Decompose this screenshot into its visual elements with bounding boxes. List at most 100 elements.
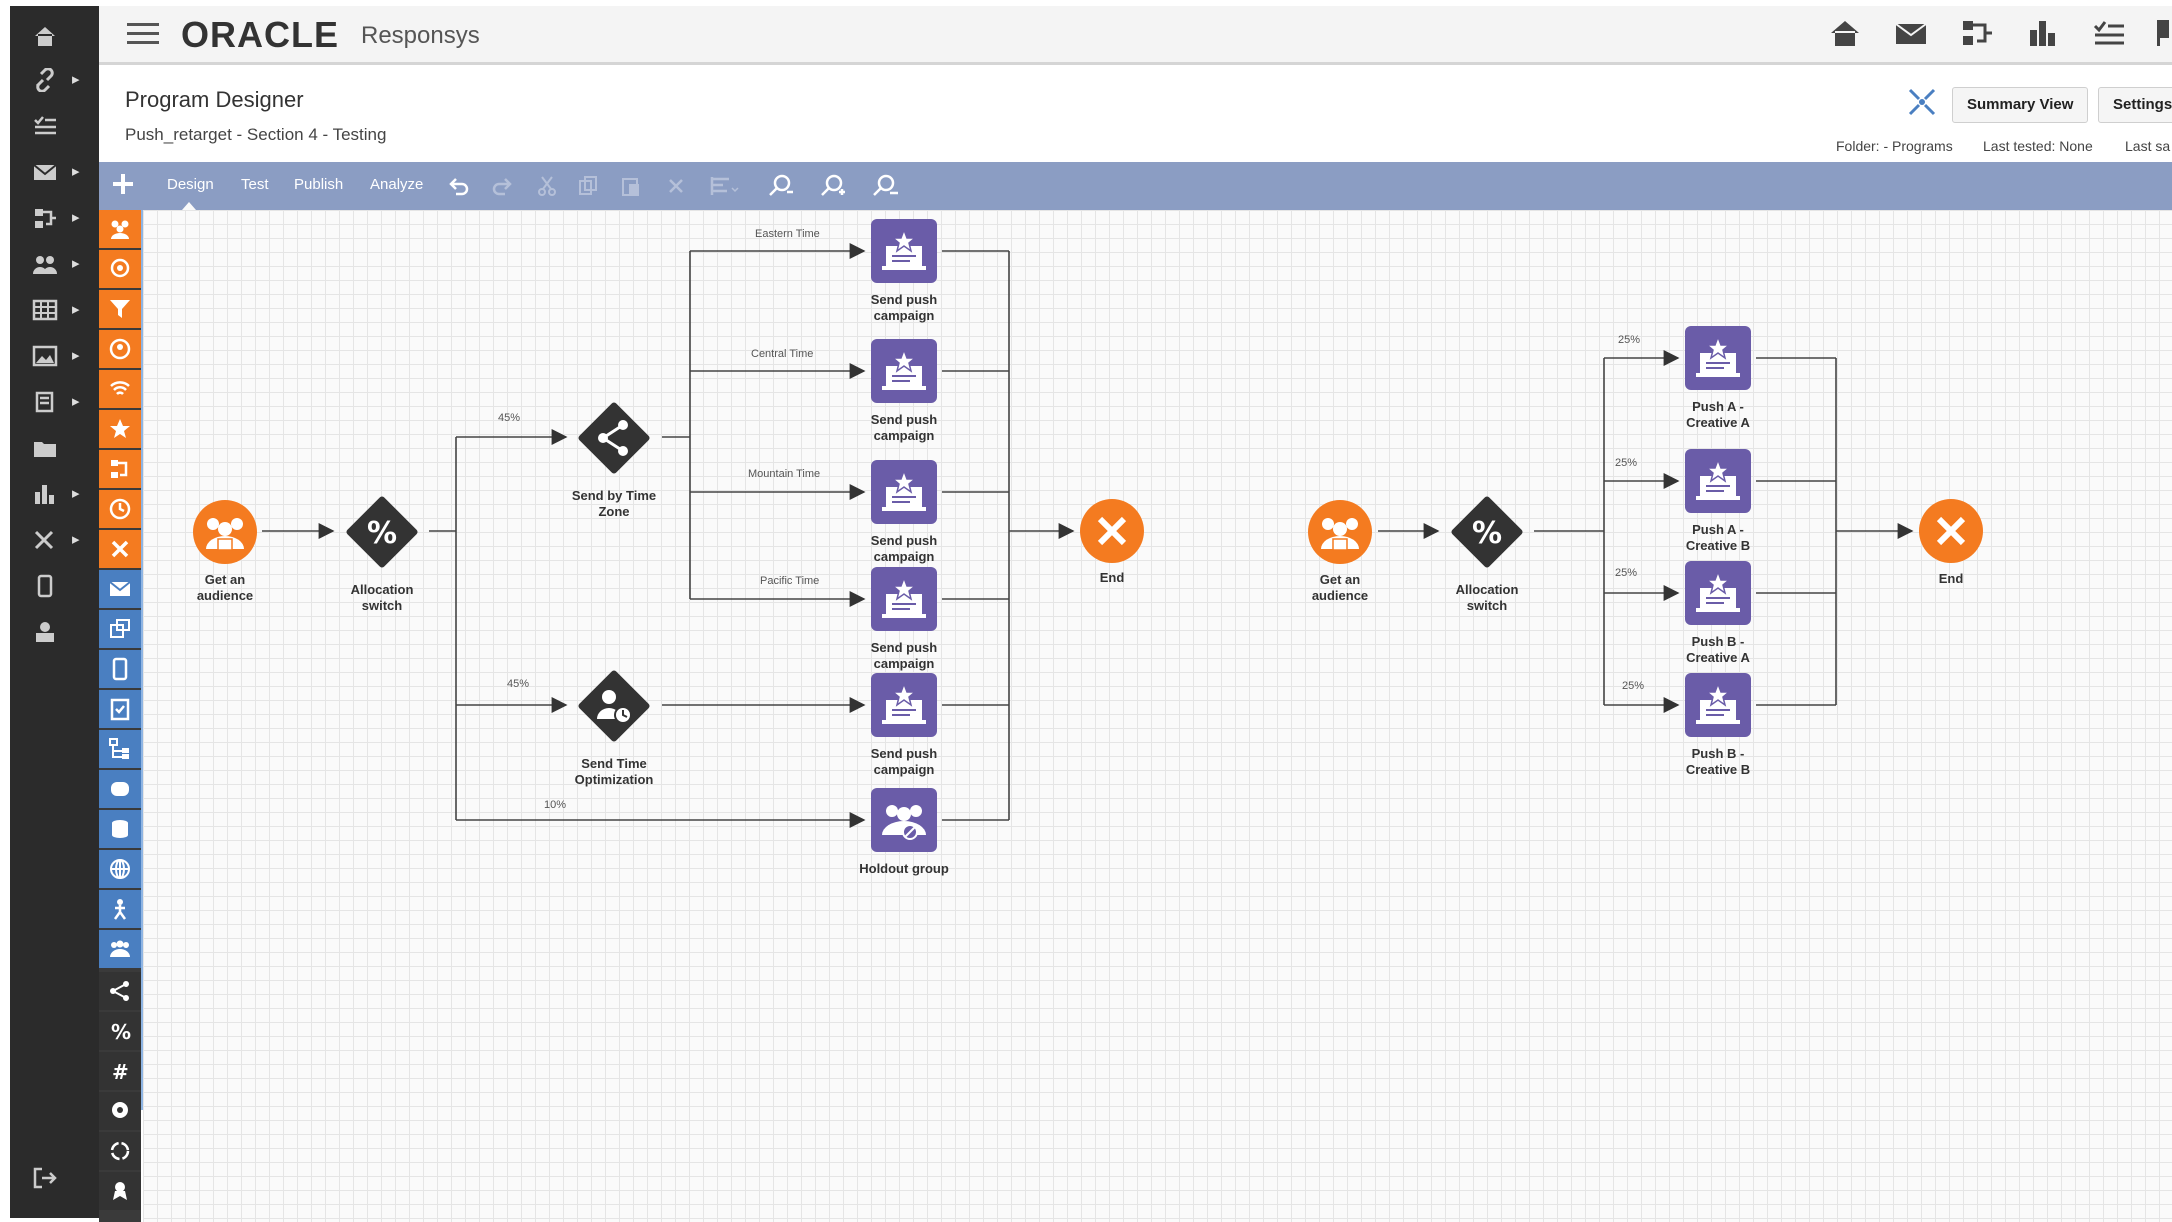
allocation-switch-label: Allocation switch xyxy=(350,582,414,613)
delete-icon[interactable] xyxy=(664,174,688,203)
svg-text:#: # xyxy=(112,1060,129,1083)
palette-group-icon[interactable] xyxy=(99,930,141,968)
tab-design[interactable]: Design xyxy=(167,176,214,193)
palette-split-icon[interactable] xyxy=(99,972,141,1010)
palette-globe-icon[interactable] xyxy=(99,850,141,888)
palette-sms-icon[interactable] xyxy=(99,650,141,688)
allocation-switch-node[interactable]: % xyxy=(339,489,425,580)
palette-target-icon[interactable] xyxy=(99,250,141,288)
svg-text:%: % xyxy=(1472,516,1502,551)
table-icon[interactable]: ▸ xyxy=(10,288,99,332)
palette-database-icon[interactable] xyxy=(99,810,141,848)
palette-flow-icon[interactable] xyxy=(99,450,141,488)
audience-icon[interactable]: ▸ xyxy=(10,242,99,286)
end-node[interactable] xyxy=(1079,498,1145,569)
palette-hash-icon[interactable]: # xyxy=(99,1052,141,1090)
allocation-switch-node[interactable]: % xyxy=(1444,489,1530,580)
palette-inbox-icon[interactable] xyxy=(99,770,141,808)
palette-form-icon[interactable] xyxy=(99,690,141,728)
program-canvas[interactable]: Eastern Time Central Time Mountain Time … xyxy=(143,210,2172,1222)
add-icon[interactable] xyxy=(111,172,135,201)
settings-button[interactable]: Settings xyxy=(2098,87,2172,123)
palette-end-icon[interactable] xyxy=(99,530,141,568)
home-icon[interactable] xyxy=(10,14,99,58)
mail-icon[interactable]: ▸ xyxy=(10,150,99,194)
palette-wifi-icon[interactable] xyxy=(99,370,141,408)
align-icon[interactable] xyxy=(709,174,739,203)
tasks-icon[interactable] xyxy=(10,104,99,148)
tab-test[interactable]: Test xyxy=(241,176,269,193)
designer-toolbar: Design Test Publish Analyze xyxy=(99,162,2172,210)
send-push-campaign-node[interactable] xyxy=(870,459,938,530)
title-bar: Program Designer Push_retarget - Section… xyxy=(99,65,2172,162)
push-a-creative-a-node[interactable] xyxy=(1684,325,1752,396)
undo-icon[interactable] xyxy=(446,174,470,203)
palette-cycle-icon[interactable] xyxy=(99,1132,141,1170)
tasks-icon[interactable] xyxy=(2093,18,2125,53)
get-audience-node[interactable] xyxy=(192,499,258,570)
holdout-group-node[interactable] xyxy=(870,787,938,858)
mobile-icon[interactable] xyxy=(10,564,99,608)
image-icon[interactable]: ▸ xyxy=(10,334,99,378)
end-label: End xyxy=(1099,570,1125,585)
push-b-creative-a-node[interactable] xyxy=(1684,560,1752,631)
push-campaign-icon xyxy=(871,339,937,403)
analytics-icon[interactable] xyxy=(2027,18,2059,53)
palette-tree-icon[interactable] xyxy=(99,730,141,768)
send-by-timezone-node[interactable] xyxy=(571,395,657,486)
send-push-campaign-node[interactable] xyxy=(870,218,938,289)
folder-icon[interactable] xyxy=(10,426,99,470)
fit-to-screen-icon[interactable] xyxy=(1907,87,1937,122)
palette-filter-icon[interactable] xyxy=(99,290,141,328)
send-push-campaign-node[interactable] xyxy=(870,338,938,409)
folder-info: Folder: - Programs xyxy=(1836,138,1953,154)
forms-icon[interactable]: ▸ xyxy=(10,380,99,424)
mail-icon[interactable] xyxy=(1895,18,1927,53)
palette-person-icon[interactable] xyxy=(99,890,141,928)
flag-icon[interactable] xyxy=(2155,18,2171,53)
palette-star-icon[interactable] xyxy=(99,410,141,448)
audience-icon xyxy=(1308,500,1372,564)
palette-refresh-audience-icon[interactable] xyxy=(99,330,141,368)
active-tab-indicator xyxy=(182,202,196,210)
zoom-out-icon[interactable] xyxy=(871,174,899,203)
palette-head-icon[interactable] xyxy=(99,1092,141,1130)
push-b-creative-b-node[interactable] xyxy=(1684,672,1752,743)
send-time-optimization-label: Send Time Optimization xyxy=(574,756,654,787)
send-time-optimization-node[interactable] xyxy=(571,663,657,754)
programs-icon[interactable] xyxy=(1961,18,1993,53)
palette-award-icon[interactable] xyxy=(99,1172,141,1210)
summary-view-button[interactable]: Summary View xyxy=(1952,87,2089,123)
user-icon[interactable] xyxy=(10,610,99,654)
tab-publish[interactable]: Publish xyxy=(294,176,344,193)
edge-label-45-bottom: 45% xyxy=(507,678,530,690)
palette-message-icon[interactable] xyxy=(99,610,141,648)
oracle-logo: ORACLE xyxy=(181,14,339,55)
analytics-icon[interactable]: ▸ xyxy=(10,472,99,516)
tab-analyze[interactable]: Analyze xyxy=(370,176,424,193)
tools-icon[interactable]: ▸ xyxy=(10,518,99,562)
hamburger-menu-icon[interactable] xyxy=(127,21,159,52)
palette-email-icon[interactable] xyxy=(99,570,141,608)
palette-percent-icon[interactable]: % xyxy=(99,1012,141,1050)
send-push-campaign-node[interactable] xyxy=(870,566,938,637)
last-saved-info: Last sa xyxy=(2125,138,2171,154)
palette-timer-icon[interactable] xyxy=(99,490,141,528)
redo-icon[interactable] xyxy=(491,174,515,203)
svg-text:%: % xyxy=(367,516,397,551)
home-icon[interactable] xyxy=(1829,18,1861,53)
end-node[interactable] xyxy=(1918,498,1984,569)
link-icon[interactable]: ▸ xyxy=(10,58,99,102)
zoom-fit-icon[interactable] xyxy=(767,174,795,203)
cut-icon[interactable] xyxy=(535,174,559,203)
zoom-in-icon[interactable] xyxy=(819,174,847,203)
logout-icon[interactable] xyxy=(10,1156,99,1200)
paste-icon[interactable] xyxy=(619,174,643,203)
palette-audience-icon[interactable] xyxy=(99,210,141,248)
edge-label-25-c: 25% xyxy=(1615,567,1638,579)
copy-icon[interactable] xyxy=(576,174,600,203)
send-push-campaign-node[interactable] xyxy=(870,672,938,743)
push-a-creative-b-node[interactable] xyxy=(1684,448,1752,519)
get-audience-node[interactable] xyxy=(1307,499,1373,570)
programs-icon[interactable]: ▸ xyxy=(10,196,99,240)
